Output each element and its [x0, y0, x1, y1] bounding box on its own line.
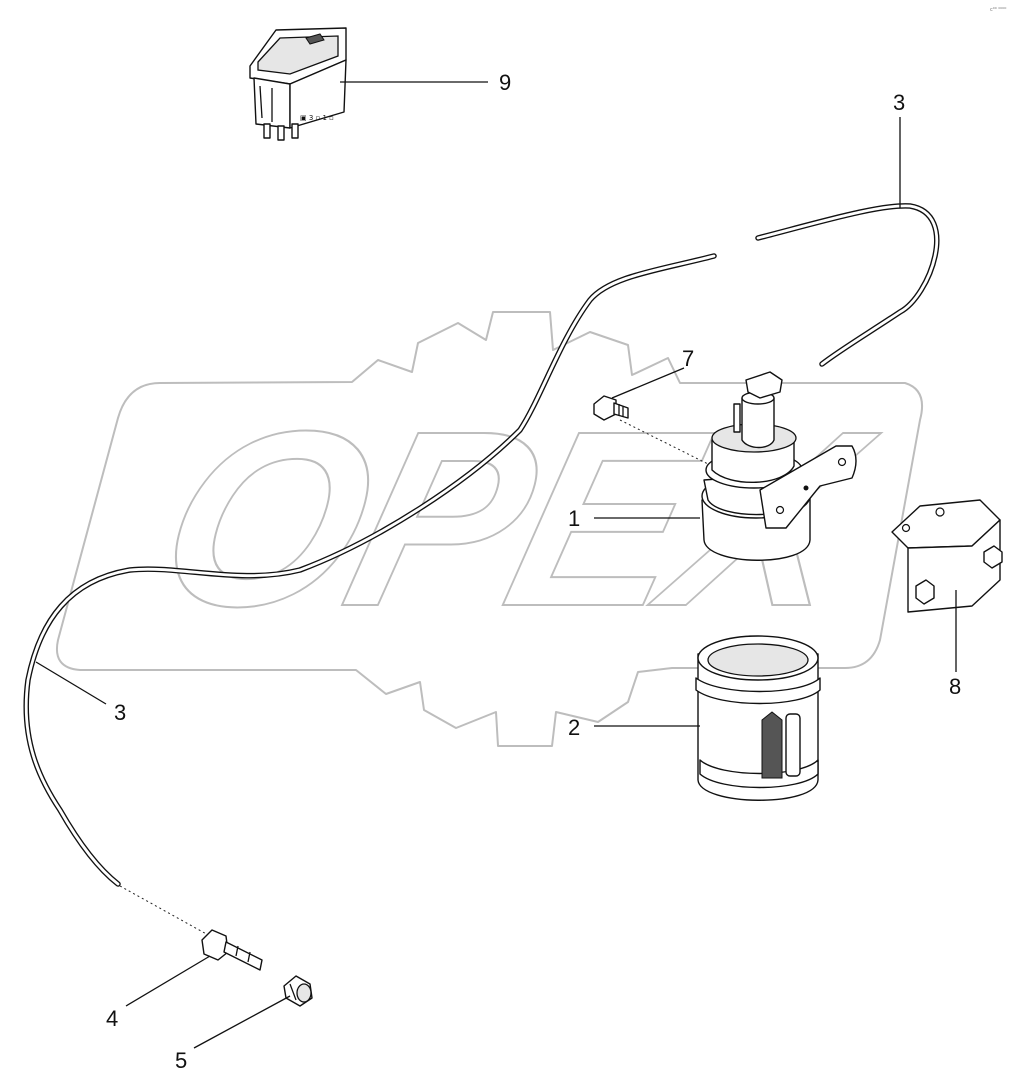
hose-fitting-part — [201, 929, 263, 971]
corner-code: c⁰⁰ ⁰⁰⁰⁰ — [990, 7, 1006, 13]
svg-text:▣ 3 ▫ 1 ▫: ▣ 3 ▫ 1 ▫ — [300, 114, 334, 122]
callout-8: 8 — [949, 674, 961, 699]
callout-2: 2 — [568, 715, 580, 740]
leader-4 — [125, 955, 211, 1007]
assembly-line-fitting — [119, 885, 211, 937]
callout-7: 7 — [682, 346, 694, 371]
leader-3-bottom — [35, 661, 107, 705]
container-part — [695, 635, 821, 801]
reservoir-pump-part — [701, 371, 857, 561]
callout-5: 5 — [175, 1048, 187, 1073]
callout-9: 9 — [499, 70, 511, 95]
mounting-bracket-part — [891, 499, 1003, 613]
tube-upper-segment — [755, 203, 940, 367]
plug-part — [283, 975, 313, 1007]
callout-1: 1 — [568, 506, 580, 531]
rocker-switch-part: ▣ 3 ▫ 1 ▫ — [249, 27, 347, 141]
tube-lower-segment — [23, 253, 717, 887]
leader-7 — [611, 367, 685, 399]
callout-3-top: 3 — [893, 90, 905, 115]
screw-part — [593, 395, 629, 421]
callout-3-bottom: 3 — [114, 700, 126, 725]
leader-5 — [193, 995, 291, 1049]
callout-4: 4 — [106, 1006, 118, 1031]
assembly-line-screw — [619, 419, 721, 471]
